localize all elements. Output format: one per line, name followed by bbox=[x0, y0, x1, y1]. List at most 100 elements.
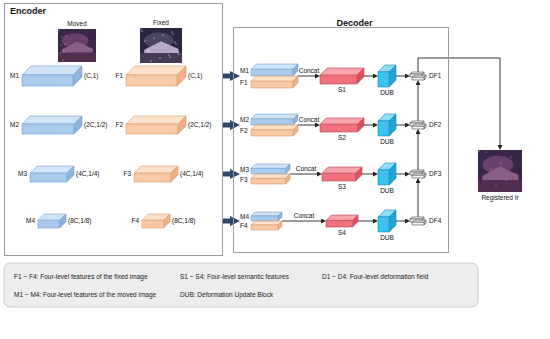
feature-label: DUB bbox=[380, 138, 394, 145]
feature-transfer-arrow bbox=[222, 74, 234, 79]
edge-label: Concat bbox=[295, 165, 318, 172]
fixed-feature-slab-art bbox=[126, 66, 186, 86]
definition-note: M1 ~ M4: Four-level features of the move… bbox=[14, 291, 156, 298]
deformation-field-plate: DF4 bbox=[410, 217, 426, 225]
flow-arrow bbox=[298, 76, 317, 77]
concat-feature-stack: M4F4 bbox=[240, 212, 282, 230]
feature-label: M2 bbox=[240, 116, 249, 123]
feature-label: DF1 bbox=[429, 72, 441, 79]
moved-image-art bbox=[58, 29, 96, 62]
feature-label: F1 bbox=[240, 79, 248, 86]
feature-label: DUB bbox=[380, 89, 394, 96]
panel-heading: Decoder bbox=[336, 19, 372, 29]
moved-feature-slab-art bbox=[22, 66, 82, 86]
feature-label: (2C,1/2) bbox=[84, 121, 107, 128]
update-block-cube-art bbox=[378, 114, 396, 136]
deformation-field-plate: DF1 bbox=[410, 72, 426, 80]
feature-label: F2 bbox=[240, 127, 248, 134]
moved-feature-slab: M2(2C,1/2) bbox=[22, 116, 82, 134]
fixed-feature-slab: F1(C,1) bbox=[126, 66, 186, 86]
feature-label: (8C,1/8) bbox=[172, 217, 195, 224]
update-block-cube-art bbox=[378, 65, 396, 87]
moved-feature-slab-art bbox=[30, 166, 74, 182]
fixed-image-art bbox=[140, 28, 182, 63]
registered-image-art bbox=[478, 150, 522, 192]
definition-note: DUB: Deformation Update Block bbox=[180, 291, 273, 298]
fixed-feature-slab: F4(8C,1/8) bbox=[142, 214, 170, 228]
feature-label: (2C,1/2) bbox=[188, 121, 211, 128]
update-block-cube: DUB bbox=[378, 65, 396, 87]
feature-label: (4C,1/4) bbox=[76, 170, 99, 177]
feature-label: Registered Ir bbox=[481, 194, 518, 201]
flow-arrow bbox=[418, 58, 500, 147]
definition-note: F1 ~ F4: Four-level features of the fixe… bbox=[14, 273, 148, 280]
feature-label: F4 bbox=[131, 217, 139, 224]
concat-feature-stack: M3F3 bbox=[240, 164, 290, 184]
deformation-field-plate-art bbox=[410, 121, 426, 129]
feature-label: (C,1) bbox=[188, 72, 202, 79]
deformation-field-plate-art bbox=[410, 72, 426, 80]
moved-feature-slab: M1(C,1) bbox=[22, 66, 82, 86]
fixed-feature-slab-art bbox=[142, 214, 170, 228]
encoder-panel: MovedFixedM1(C,1)F1(C,1)M2(2C,1/2)F2(2C,… bbox=[5, 4, 222, 255]
feature-label: Fixed bbox=[153, 19, 169, 26]
feature-label: F3 bbox=[240, 176, 248, 183]
flow-arrow bbox=[396, 221, 407, 222]
flow-arrow bbox=[418, 83, 419, 121]
feature-label: DF3 bbox=[429, 170, 441, 177]
flow-arrow bbox=[396, 174, 407, 175]
edge-label: Concat bbox=[298, 116, 321, 123]
flow-arrow bbox=[364, 76, 375, 77]
feature-label: (4C,1/4) bbox=[180, 170, 203, 177]
feature-label: M3 bbox=[240, 166, 249, 173]
semantic-feature-slab: S1 bbox=[320, 68, 364, 84]
legend-box bbox=[4, 263, 478, 307]
update-block-cube: DUB bbox=[378, 163, 396, 185]
feature-transfer-arrow bbox=[222, 172, 234, 177]
moved-feature-slab: M3(4C,1/4) bbox=[30, 166, 74, 182]
feature-label: S2 bbox=[338, 134, 346, 141]
deformation-field-plate: DF2 bbox=[410, 121, 426, 129]
feature-transfer-arrow bbox=[222, 123, 234, 128]
feature-label: F4 bbox=[240, 222, 248, 229]
fixed-feature-slab: F3(4C,1/4) bbox=[134, 166, 178, 182]
flow-arrow bbox=[396, 125, 407, 126]
panel-heading: Encoder bbox=[10, 7, 46, 17]
feature-label: F2 bbox=[115, 121, 123, 128]
deformation-field-plate: DF3 bbox=[410, 170, 426, 178]
feature-label: M4 bbox=[240, 213, 249, 220]
feature-label: DF2 bbox=[429, 121, 441, 128]
feature-label: S4 bbox=[338, 229, 346, 236]
edge-label: Concat bbox=[293, 212, 316, 219]
feature-label: S3 bbox=[338, 183, 346, 190]
moved-feature-slab: M4(8C,1/8) bbox=[38, 214, 66, 228]
concat-feature-stack: M2F2 bbox=[240, 114, 298, 136]
semantic-feature-slab-art bbox=[322, 167, 362, 181]
moved-image: Moved bbox=[58, 29, 96, 62]
semantic-feature-slab-art bbox=[320, 68, 364, 84]
update-block-cube: DUB bbox=[378, 114, 396, 136]
fixed-image: Fixed bbox=[140, 28, 182, 63]
feature-label: (C,1) bbox=[84, 72, 98, 79]
feature-label: F1 bbox=[115, 72, 123, 79]
semantic-feature-slab-art bbox=[320, 118, 364, 132]
fixed-feature-slab: F2(2C,1/2) bbox=[126, 116, 186, 134]
feature-label: (8C,1/8) bbox=[68, 217, 91, 224]
flow-arrow bbox=[418, 132, 419, 170]
flow-arrow bbox=[290, 174, 319, 175]
update-block-cube: DUB bbox=[378, 210, 396, 232]
semantic-feature-slab: S3 bbox=[322, 167, 362, 181]
definition-note: D1 ~ D4: Four-level deformation field bbox=[322, 273, 428, 280]
registered-image: Registered Ir bbox=[478, 150, 522, 192]
feature-label: DF4 bbox=[429, 217, 441, 224]
fixed-feature-slab-art bbox=[134, 166, 178, 182]
flow-arrow bbox=[418, 181, 419, 217]
deformation-field-plate-art bbox=[410, 217, 426, 225]
update-block-cube-art bbox=[378, 210, 396, 232]
flow-arrow bbox=[358, 221, 375, 222]
feature-label: M2 bbox=[10, 121, 19, 128]
semantic-feature-slab-art bbox=[326, 215, 358, 227]
feature-label: S1 bbox=[338, 86, 346, 93]
feature-label: M1 bbox=[240, 67, 249, 74]
